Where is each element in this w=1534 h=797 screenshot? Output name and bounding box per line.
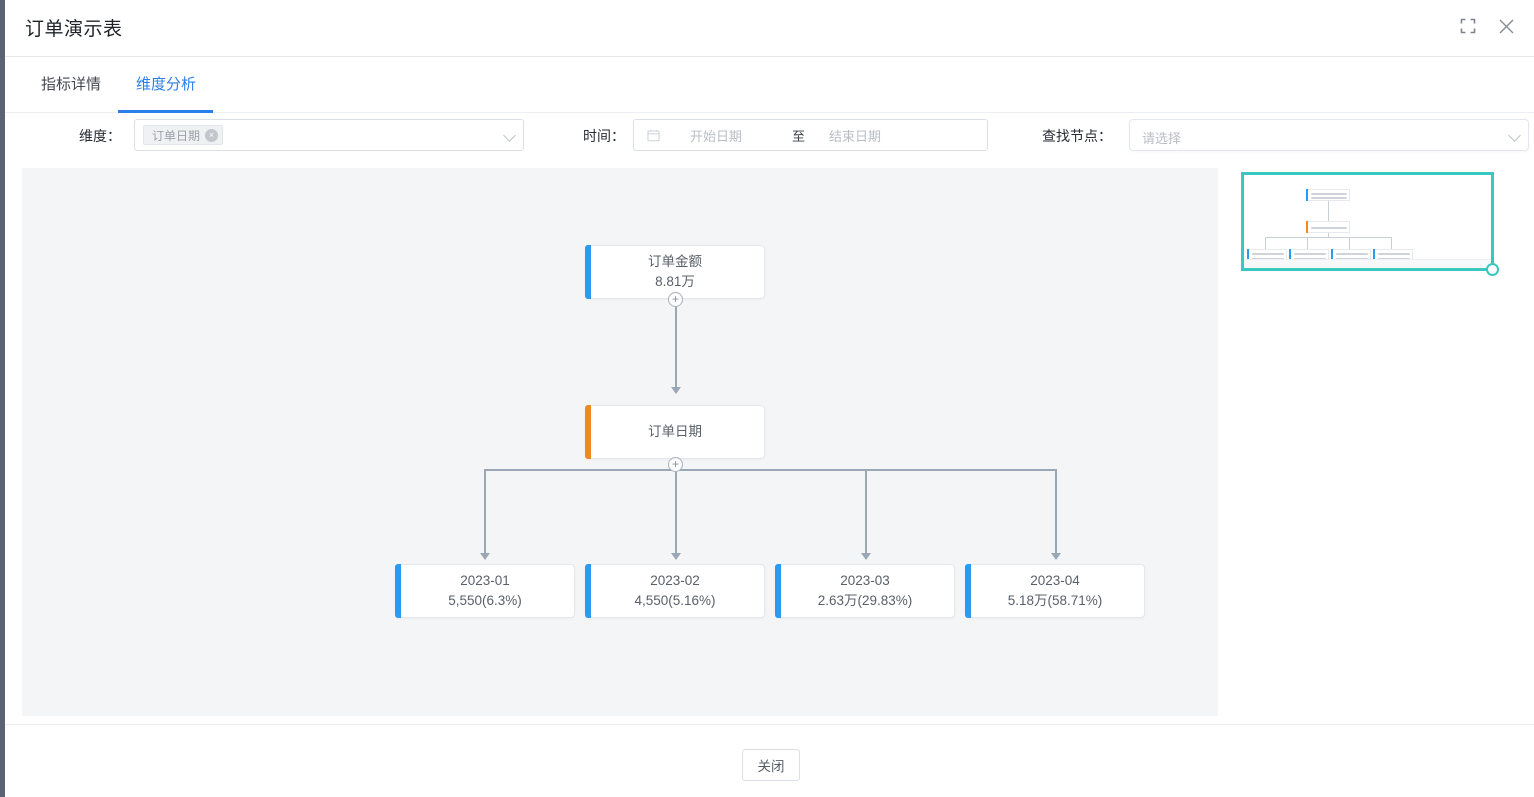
node-accent-bar — [775, 564, 781, 618]
node-accent-bar — [585, 405, 591, 459]
arrow-leaf-1 — [480, 553, 490, 560]
connector-drop-3 — [865, 469, 867, 553]
find-node-placeholder: 请选择 — [1142, 131, 1182, 146]
tab-active-indicator — [118, 110, 213, 113]
node-accent-bar — [585, 245, 591, 299]
tree-node-2023-04[interactable]: 2023-04 5.18万(58.71%) — [965, 564, 1145, 618]
minimap-connector — [1265, 237, 1266, 250]
left-edge-strip — [0, 0, 5, 797]
minimap-node-bar — [1289, 249, 1291, 262]
dimension-select[interactable]: 订单日期 × — [134, 119, 524, 151]
tree-node-2023-03[interactable]: 2023-03 2.63万(29.83%) — [775, 564, 955, 618]
tab-metric-detail[interactable]: 指标详情 — [41, 76, 102, 93]
find-node-select[interactable]: 请选择 — [1129, 119, 1529, 151]
node-toggle-root[interactable]: + — [668, 292, 683, 307]
node-value: 8.81万 — [655, 274, 695, 289]
node-value: 5,550(6.3%) — [448, 593, 522, 608]
tree-canvas[interactable]: 订单金额 8.81万 + 订单日期 + 2023-01 5,550(6.3%) … — [22, 168, 1218, 716]
node-value: 2.63万(29.83%) — [817, 593, 913, 608]
connector-root-to-level2 — [675, 299, 677, 387]
start-date-input[interactable]: 开始日期 — [690, 128, 743, 144]
connector-drop-2 — [675, 469, 677, 553]
node-value: 4,550(5.16%) — [634, 593, 716, 608]
minimap-connector — [1349, 237, 1350, 250]
tab-bar: 指标详情 维度分析 — [5, 57, 1534, 113]
tree-node-2023-01[interactable]: 2023-01 5,550(6.3%) — [395, 564, 575, 618]
close-button[interactable]: 关闭 — [742, 749, 800, 781]
chevron-down-icon[interactable] — [1508, 129, 1521, 142]
minimap-content — [1244, 175, 1491, 268]
dimension-tag-remove-icon[interactable]: × — [205, 128, 219, 142]
minimap-connector — [1328, 232, 1329, 238]
tree-node-order-date[interactable]: 订单日期 — [585, 405, 765, 459]
node-title: 订单金额 — [648, 254, 702, 269]
end-date-input[interactable]: 结束日期 — [829, 128, 882, 144]
dialog-footer: 关闭 — [5, 724, 1534, 797]
arrow-root-to-level2 — [671, 387, 681, 394]
minimap-connector — [1328, 201, 1329, 223]
connector-bus — [484, 469, 1057, 471]
node-title: 2023-02 — [650, 573, 700, 588]
minimap-node-bar — [1247, 249, 1249, 262]
connector-drop-1 — [484, 469, 486, 553]
page-title: 订单演示表 — [25, 19, 123, 40]
arrow-leaf-3 — [861, 553, 871, 560]
minimap-node-bar — [1373, 249, 1375, 262]
tree-node-root[interactable]: 订单金额 8.81万 — [585, 245, 765, 299]
minimap-node-text — [1294, 253, 1326, 255]
minimap-resize-handle[interactable] — [1486, 263, 1499, 276]
tab-dimension-analysis[interactable]: 维度分析 — [136, 76, 197, 93]
dimension-tag-label: 订单日期 — [152, 128, 201, 143]
node-accent-bar — [395, 564, 401, 618]
time-label: 时间： — [583, 128, 625, 144]
chevron-down-icon[interactable] — [503, 129, 516, 142]
find-node-label: 查找节点： — [1042, 128, 1112, 144]
minimap-node-text — [1311, 227, 1347, 229]
minimap-connector — [1307, 237, 1308, 250]
minimap-connector — [1391, 237, 1392, 250]
header-actions — [1456, 14, 1518, 38]
minimap-panel[interactable] — [1241, 172, 1499, 276]
arrow-leaf-4 — [1051, 553, 1061, 560]
minimap-node-bar — [1306, 189, 1308, 201]
date-range-picker[interactable]: 开始日期 至 结束日期 — [633, 119, 988, 151]
node-title: 2023-04 — [1030, 573, 1080, 588]
calendar-icon — [647, 129, 660, 142]
filter-bar: 维度： 订单日期 × 时间： 开始日期 至 结束日期 查找节点： 请选择 — [5, 113, 1534, 161]
node-title: 2023-01 — [460, 573, 510, 588]
minimap-node-order-date — [1306, 221, 1350, 233]
node-toggle-order-date[interactable]: + — [668, 457, 683, 472]
minimap-footer-strip — [1244, 259, 1491, 268]
dialog-header: 订单演示表 — [5, 0, 1534, 57]
node-value: 5.18万(58.71%) — [1007, 593, 1103, 608]
dimension-tag[interactable]: 订单日期 × — [143, 125, 224, 145]
minimap-node-bar — [1306, 221, 1308, 233]
node-title: 订单日期 — [648, 424, 702, 439]
minimap-node-text — [1252, 253, 1284, 255]
node-accent-bar — [585, 564, 591, 618]
close-icon[interactable] — [1494, 14, 1518, 38]
tree-node-2023-02[interactable]: 2023-02 4,550(5.16%) — [585, 564, 765, 618]
date-separator: 至 — [792, 128, 806, 144]
arrow-leaf-2 — [671, 553, 681, 560]
dimension-label: 维度： — [79, 128, 121, 144]
node-title: 2023-03 — [840, 573, 890, 588]
fullscreen-icon[interactable] — [1456, 14, 1480, 38]
minimap-node-root — [1306, 189, 1350, 201]
connector-drop-4 — [1055, 469, 1057, 553]
minimap-node-text — [1311, 197, 1347, 199]
minimap-node-text — [1378, 253, 1410, 255]
minimap-node-bar — [1331, 249, 1333, 262]
minimap-node-text — [1311, 193, 1347, 195]
minimap-node-text — [1336, 253, 1368, 255]
node-accent-bar — [965, 564, 971, 618]
